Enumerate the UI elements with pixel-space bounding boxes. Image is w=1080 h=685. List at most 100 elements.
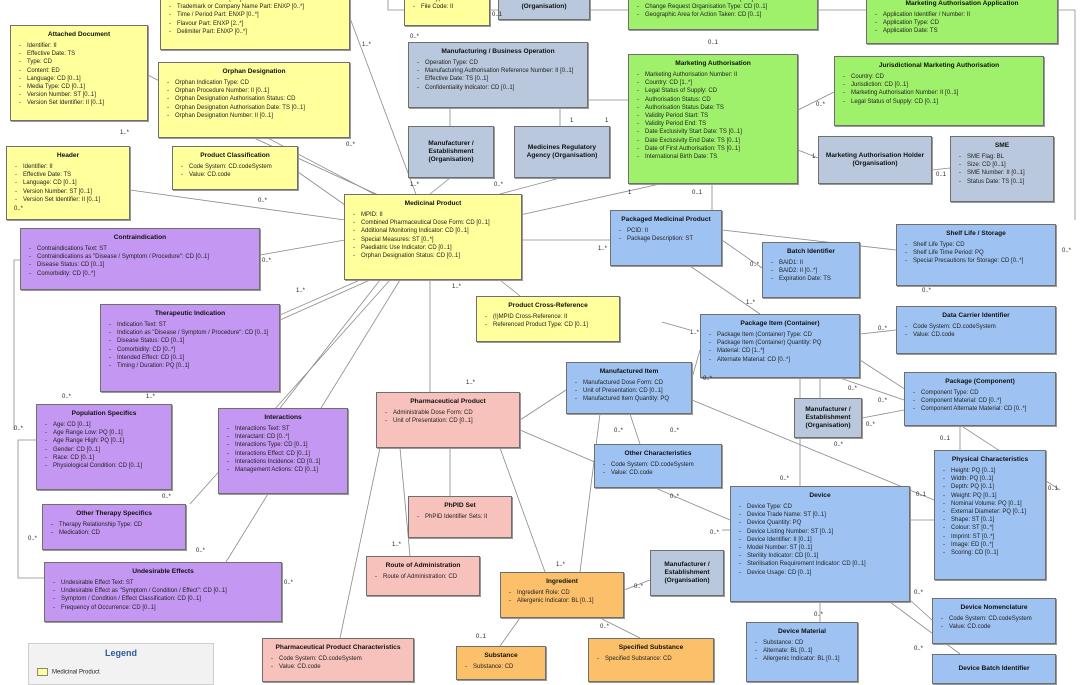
attribute-list: Code System: CD.codeSystemValue: CD.code [595, 461, 721, 479]
attribute: Device Type: CD [739, 503, 905, 511]
attribute: Country: CD [843, 73, 1039, 81]
attribute-list: Indication Text: STIndication as "Diseas… [101, 321, 279, 372]
class-box-pharmaceutical-product: Pharmaceutical ProductAdministrable Dose… [376, 392, 520, 448]
attribute: Version Number: ST [0..1] [19, 91, 143, 99]
class-box-medicinal-product: Medicinal ProductMPID: IICombined Pharma… [344, 194, 522, 280]
attribute: Physiological Condition: CD [0..1] [45, 462, 167, 470]
class-box-batch-identifier: Batch IdentifierBAID1: IIBAID2: II [0..*… [762, 242, 860, 298]
connector [519, 389, 567, 421]
multiplicity-label: 0..* [614, 428, 624, 434]
attribute: Paediatric Use Indicator: CD [0..1] [353, 244, 517, 252]
multiplicity-label: 1 [812, 154, 816, 160]
class-title: Other Therapy Specifics [76, 510, 152, 517]
class-title: Interactions [264, 414, 302, 421]
attribute: Size: CD [0..1] [959, 161, 1049, 169]
attribute: Operation Type: CD [417, 59, 583, 67]
class-title: Specified Substance [618, 644, 684, 651]
multiplicity-label: 1..* [466, 380, 476, 386]
attribute: Material: CD [1..*] [709, 347, 855, 355]
attribute-list: Contraindications Text: STContraindicati… [21, 245, 259, 280]
multiplicity-label: 0..1 [708, 40, 719, 46]
class-box-device-material: Device MaterialSubstance: CDAlternate: B… [746, 622, 858, 682]
class-box-interactions: InteractionsInteractions Text: STInterac… [218, 408, 348, 494]
class-box-jurisdictional-marketing: Jurisdictional Marketing AuthorisationCo… [834, 56, 1044, 126]
class-title: Medicinal Product [404, 200, 462, 207]
connector [499, 279, 521, 297]
attribute: Value: CD.code [603, 469, 717, 477]
attribute-list: Manufactured Dose Form: CDUnit of Presen… [567, 379, 691, 406]
class-box-physical-characteristics: Physical CharacteristicsHeight: PQ [0..1… [934, 450, 1046, 580]
attribute: Gender: CD [0..1] [45, 446, 167, 454]
class-box-attached-document: Attached DocumentIdentifier: IIEffective… [10, 25, 148, 121]
multiplicity-label: 0..* [1062, 248, 1072, 254]
attribute: Code System: CD.codeSystem [941, 615, 1051, 623]
multiplicity-label: 0..* [600, 624, 610, 630]
multiplicity-label: 1..* [598, 246, 608, 252]
connector [599, 617, 641, 639]
class-box-change-request: Condition to Restore Comment: ST [0..1]C… [628, 0, 818, 30]
multiplicity-label: 1..* [410, 182, 420, 188]
attribute: Weight: PQ [0..1] [943, 492, 1041, 500]
class-box-package-component: Package (Component)Component Type: CDCom… [904, 372, 1056, 426]
attribute: Sterility Indicator: CD [0..1] [739, 552, 905, 560]
attribute: Version Set Identifier: II [0..1] [15, 196, 125, 204]
multiplicity-label: 0..* [866, 422, 876, 428]
attribute: Sterilisation Requirement Indicator: CD … [739, 560, 905, 568]
attribute-list: PhPID Identifier Sets: II [409, 513, 511, 523]
attribute: Validity Period End: TS [637, 120, 793, 128]
class-box-packaged-medicinal: Packaged Medicinal ProductPCID: IIPackag… [610, 210, 722, 266]
legend: Legend Medicinal Product [28, 643, 214, 685]
connector [797, 149, 819, 159]
attribute: Validity Period Start: TS [637, 112, 793, 120]
class-box-marketing-authorisation: Marketing AuthorisationMarketing Authori… [628, 54, 798, 184]
attribute-list: Country: CDJurisdiction: CD [0..1]Market… [835, 73, 1043, 108]
attribute-list: Identifier: IIEffective Date: TSLanguage… [7, 163, 129, 206]
multiplicity-label: 0..* [750, 262, 760, 268]
class-box-other-therapy: Other Therapy SpecificsTherapy Relations… [42, 504, 186, 550]
attribute: Therapy Relationship Type: CD [51, 521, 181, 529]
class-title: Header [56, 152, 80, 159]
multiplicity-label: 1..* [296, 288, 306, 294]
multiplicity-label: 0..1 [476, 634, 487, 640]
class-title: Other Characteristics [624, 450, 692, 457]
attribute: Package Item (Container) Type: CD [709, 331, 855, 339]
attribute: Device Listing Number: ST [0..1] [739, 528, 905, 536]
connector [13, 259, 20, 430]
attribute: Package Item (Container) Quantity: PQ [709, 339, 855, 347]
attribute: Marketing Authorisation Number: II [0..1… [843, 89, 1039, 97]
attribute: Special Measures: ST [0..*] [353, 236, 517, 244]
attribute: Orphan Procedure Number: II [0..1] [167, 87, 345, 95]
attribute-list: Height: PQ [0..1]Width: PQ [0..1]Depth: … [935, 467, 1045, 559]
attribute: Value: CD.code [905, 331, 1051, 339]
multiplicity-label: 0..1 [1048, 486, 1059, 492]
multiplicity-label: 1..* [746, 300, 756, 306]
connector [259, 239, 346, 256]
attribute: Indication as "Disease / Symptom / Proce… [109, 329, 275, 337]
attribute: Orphan Indication Type: CD [167, 79, 345, 87]
class-title: SME [994, 142, 1010, 149]
multiplicity-label: 0..* [922, 288, 932, 294]
attribute: Additional Monitoring Indicator: CD [0..… [353, 227, 517, 235]
connector [861, 409, 905, 419]
attribute: Condition to Restore Comment: ST [0..1] [637, 0, 813, 3]
multiplicity-label: 0..1 [940, 436, 951, 442]
attribute: Unit of Presentation: CD [0..1] [385, 417, 515, 425]
attribute: File Code: II [413, 3, 485, 11]
attribute: Shelf Life Time Period: PQ [905, 249, 1051, 257]
attribute: Value: CD.code [941, 623, 1051, 631]
attribute: Application Type: CD [875, 19, 1053, 27]
attribute-list: Age: CD [0..1]Age Range Low: PQ [0..1]Ag… [37, 421, 171, 472]
multiplicity-label: 0..* [284, 580, 294, 586]
attribute: Expiration Date: TS [771, 275, 855, 283]
class-box-manufacturer-establishment-3: Manufacturer / Establishment (Organisati… [650, 550, 724, 596]
connector [429, 177, 451, 195]
attribute-list: File Type: CDFile Code: II [405, 0, 489, 13]
class-title: Batch Identifier [787, 248, 835, 255]
class-title: Manufacturer / Establishment (Organisati… [664, 561, 710, 584]
multiplicity-label: 0..* [878, 398, 888, 404]
attribute: Contraindications as "Disease / Symptom … [29, 253, 255, 261]
multiplicity-label: 0..* [670, 428, 680, 434]
class-title: Marketing Authorisation [675, 60, 751, 67]
